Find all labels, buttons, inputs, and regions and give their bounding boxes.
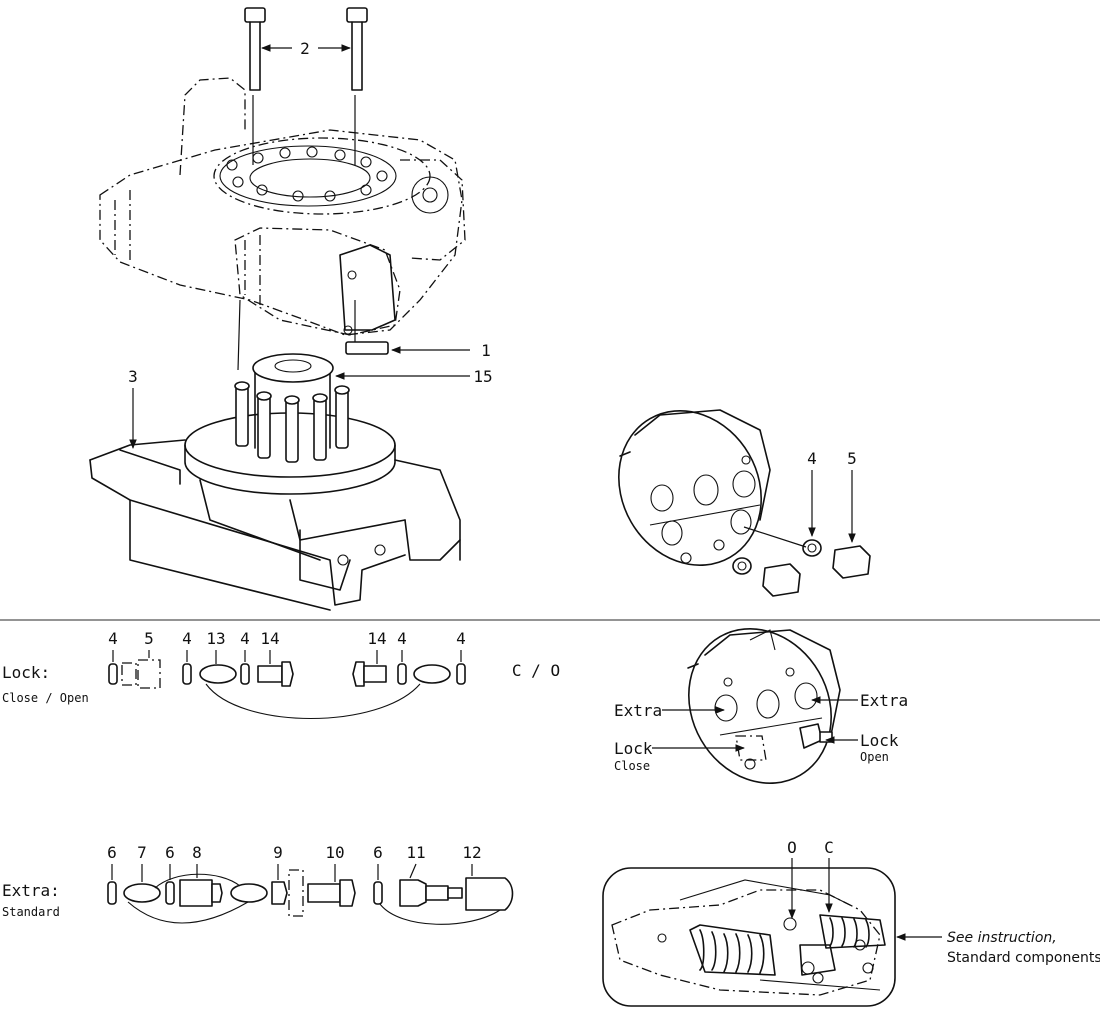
note-standard-components: Standard components — [947, 950, 1100, 966]
tool-flange-mount: 4 5 — [618, 409, 871, 597]
part-callout: 4 — [240, 629, 250, 648]
port-lock-right-sub: Open — [860, 750, 889, 764]
extra-row-callouts: 6 7 6 8 9 10 6 11 12 — [107, 843, 481, 862]
tool-changer-tool-side — [184, 341, 396, 495]
robot-wrist-phantom — [99, 77, 466, 336]
part-callout: 14 — [260, 629, 279, 648]
extra-row: Extra: Standard 6 7 6 8 9 10 6 11 12 — [2, 843, 514, 925]
part-callout: 4 — [108, 629, 118, 648]
main-assembly: 2 — [89, 7, 493, 611]
part-callout: 6 — [107, 843, 117, 862]
part-callout: 10 — [325, 843, 344, 862]
callout-4-mount: 4 — [807, 449, 817, 468]
part-callout: 6 — [373, 843, 383, 862]
marker-close: C — [824, 838, 834, 857]
part-callout: 8 — [192, 843, 202, 862]
detail-box: O C See instruction, Standard components — [602, 838, 1100, 1007]
extra-title: Extra: — [2, 881, 60, 900]
part-callout: 4 — [456, 629, 466, 648]
lock-subtitle: Close / Open — [2, 691, 89, 705]
tool-stand-part-3 — [89, 439, 461, 611]
port-lock-left: Lock — [614, 739, 653, 758]
screws-part-2: 2 — [244, 7, 368, 165]
part-callout: 13 — [206, 629, 225, 648]
callout-5-mount: 5 — [847, 449, 857, 468]
port-extra-right: Extra — [860, 691, 908, 710]
part-callout: 4 — [397, 629, 407, 648]
note-see-instruction: See instruction, — [947, 930, 1057, 946]
part-callout: 9 — [273, 843, 283, 862]
port-lock-left-sub: Close — [614, 759, 650, 773]
bolt-circle — [226, 146, 388, 202]
extra-subtitle: Standard — [2, 905, 60, 919]
lock-title: Lock: — [2, 663, 50, 682]
ports-view: Extra Extra Lock Close Lock Open — [614, 628, 908, 784]
callout-15: 15 — [473, 367, 492, 386]
lock-row-callouts: 4 5 4 13 4 14 14 4 4 — [108, 629, 466, 648]
lock-row: Lock: Close / Open 4 5 4 13 4 14 14 4 4 … — [2, 629, 560, 719]
part-callout: 4 — [182, 629, 192, 648]
marker-open: O — [787, 838, 797, 857]
part-callout: 11 — [406, 843, 425, 862]
callout-2: 2 — [300, 39, 310, 58]
part-callout: 5 — [144, 629, 154, 648]
callout-1: 1 — [481, 341, 491, 360]
callout-3: 3 — [128, 367, 138, 386]
port-lock-right: Lock — [860, 731, 899, 750]
part-callout: 6 — [165, 843, 175, 862]
port-extra-left: Extra — [614, 701, 662, 720]
co-marker: C / O — [512, 661, 560, 680]
part-callout: 14 — [367, 629, 386, 648]
part-callout: 7 — [137, 843, 147, 862]
part-callout: 12 — [462, 843, 481, 862]
